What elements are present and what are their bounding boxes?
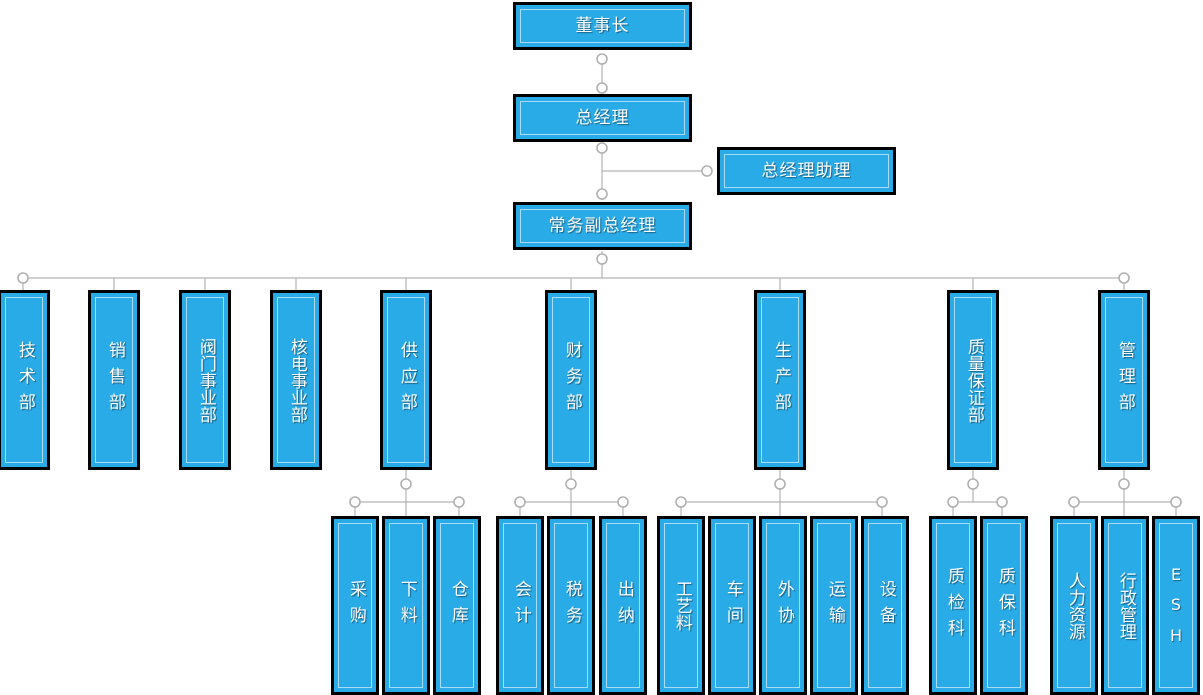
node-sub-admin[interactable]: 行政管理 bbox=[1101, 516, 1149, 695]
node-dept-management-label: 管理部 bbox=[1114, 341, 1135, 419]
node-dept-technology-label: 技术部 bbox=[14, 341, 35, 419]
node-chairman-label: 董事长 bbox=[575, 15, 630, 36]
node-sub-equipment[interactable]: 设备 bbox=[861, 516, 909, 695]
node-sub-workshop-label: 车间 bbox=[722, 579, 743, 632]
node-sub-accounting-label: 会计 bbox=[510, 579, 531, 632]
node-dept-sales-label: 销售部 bbox=[104, 341, 125, 419]
node-dept-sales[interactable]: 销售部 bbox=[88, 290, 140, 470]
node-dept-finance-label: 财务部 bbox=[561, 341, 582, 419]
node-gm-assistant[interactable]: 总经理助理 bbox=[717, 147, 896, 195]
node-dept-quality-label: 质量保证部 bbox=[963, 337, 984, 423]
node-dept-quality[interactable]: 质量保证部 bbox=[947, 290, 999, 470]
node-sub-outsource[interactable]: 外协 bbox=[759, 516, 807, 695]
node-executive-deputy-gm-label: 常务副总经理 bbox=[548, 215, 657, 236]
node-sub-purchasing[interactable]: 采购 bbox=[331, 516, 379, 695]
node-sub-inspection-label: 质检科 bbox=[943, 566, 964, 645]
node-general-manager[interactable]: 总经理 bbox=[513, 94, 692, 142]
node-sub-esh[interactable]: E S H bbox=[1152, 516, 1200, 695]
node-sub-tax-label: 税务 bbox=[561, 579, 582, 632]
node-sub-esh-label: E S H bbox=[1169, 564, 1183, 645]
node-sub-warehouse-label: 仓库 bbox=[447, 579, 468, 632]
node-sub-workshop[interactable]: 车间 bbox=[708, 516, 756, 695]
node-sub-inspection[interactable]: 质检科 bbox=[929, 516, 977, 695]
node-sub-purchasing-label: 采购 bbox=[345, 579, 366, 632]
node-sub-cashier-label: 出纳 bbox=[613, 579, 634, 632]
node-sub-outsource-label: 外协 bbox=[773, 579, 794, 632]
node-dept-valve[interactable]: 阀门事业部 bbox=[179, 290, 231, 470]
node-sub-blanking[interactable]: 下料 bbox=[382, 516, 430, 695]
node-sub-transport[interactable]: 运输 bbox=[810, 516, 858, 695]
node-sub-hr-label: 人力资源 bbox=[1064, 571, 1085, 640]
node-sub-process-label: 工艺料 bbox=[671, 580, 692, 631]
node-sub-transport-label: 运输 bbox=[824, 579, 845, 632]
node-chairman[interactable]: 董事长 bbox=[513, 2, 692, 50]
node-dept-nuclear[interactable]: 核电事业部 bbox=[270, 290, 322, 470]
node-gm-assistant-label: 总经理助理 bbox=[761, 160, 852, 181]
node-sub-assurance[interactable]: 质保科 bbox=[980, 516, 1028, 695]
node-sub-process[interactable]: 工艺料 bbox=[657, 516, 705, 695]
node-dept-supply[interactable]: 供应部 bbox=[380, 290, 432, 470]
node-dept-finance[interactable]: 财务部 bbox=[545, 290, 597, 470]
node-dept-nuclear-label: 核电事业部 bbox=[286, 337, 307, 423]
node-dept-production-label: 生产部 bbox=[770, 341, 791, 419]
node-dept-production[interactable]: 生产部 bbox=[754, 290, 806, 470]
node-general-manager-label: 总经理 bbox=[575, 107, 630, 128]
node-dept-supply-label: 供应部 bbox=[396, 341, 417, 419]
node-sub-blanking-label: 下料 bbox=[396, 579, 417, 632]
node-sub-accounting[interactable]: 会计 bbox=[496, 516, 544, 695]
node-sub-cashier[interactable]: 出纳 bbox=[599, 516, 647, 695]
node-dept-valve-label: 阀门事业部 bbox=[195, 337, 216, 423]
node-executive-deputy-gm[interactable]: 常务副总经理 bbox=[513, 202, 692, 250]
node-sub-equipment-label: 设备 bbox=[875, 579, 896, 632]
node-sub-hr[interactable]: 人力资源 bbox=[1050, 516, 1098, 695]
node-sub-assurance-label: 质保科 bbox=[994, 566, 1015, 645]
node-sub-tax[interactable]: 税务 bbox=[547, 516, 595, 695]
node-sub-admin-label: 行政管理 bbox=[1115, 571, 1136, 640]
node-sub-warehouse[interactable]: 仓库 bbox=[433, 516, 481, 695]
node-dept-technology[interactable]: 技术部 bbox=[0, 290, 50, 470]
node-dept-management[interactable]: 管理部 bbox=[1098, 290, 1150, 470]
